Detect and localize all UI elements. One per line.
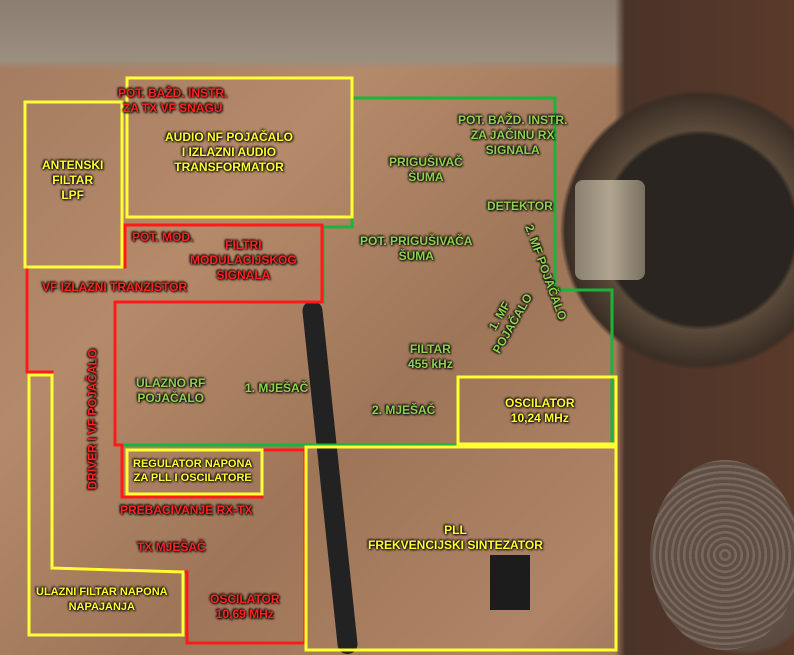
label-mixer2: 2. MJEŠAČ	[372, 403, 436, 417]
input-filter-outline	[27, 373, 185, 637]
audio-amp-outline	[125, 76, 354, 219]
osc-1024-outline	[456, 375, 618, 446]
label-driver-amp: DRIVER I VF POJAČALO	[85, 348, 100, 490]
label-pot-tx-power: POT. BAŽD. INSTR.ZA TX VF SNAGU	[118, 86, 228, 115]
label-tx-mixer: TX MJEŠAČ	[137, 540, 206, 554]
tuning-dial	[650, 460, 794, 650]
label-rf-output-transistor: VF IZLAZNI TRANZISTOR	[42, 280, 188, 294]
label-pot-mod: POT. MOD.	[132, 230, 194, 244]
label-rx-tx-switch: PREBACIVANJE RX-TX	[120, 503, 253, 517]
regulator-outline	[125, 448, 264, 496]
label-detector: DETEKTOR	[487, 199, 553, 213]
speaker-magnet	[575, 180, 645, 280]
antenna-filter-outline	[23, 100, 124, 269]
label-mixer1: 1. MJEŠAČ	[245, 381, 309, 395]
pll-chip	[490, 555, 530, 610]
pll-outline	[304, 445, 618, 652]
